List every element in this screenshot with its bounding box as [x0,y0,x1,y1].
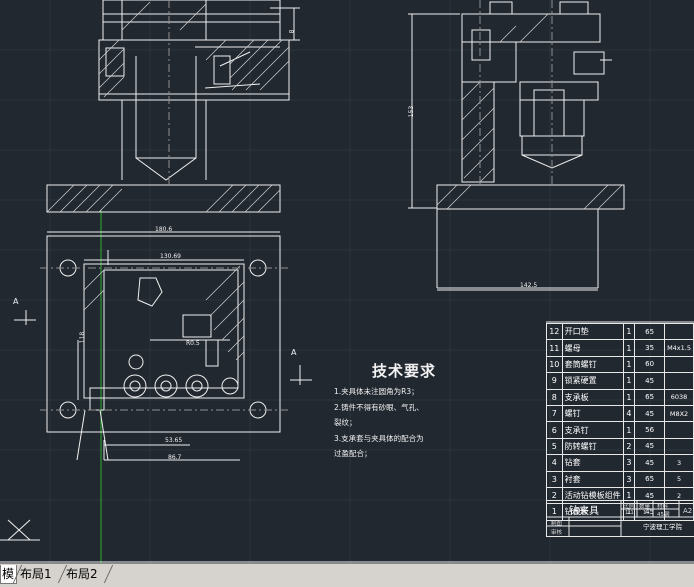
bom-cell-name: 钻模板 [561,503,624,521]
bom-cell-material: 65 [634,322,666,341]
bom-cell-material: 45 [634,454,666,472]
bom-cell-name: 开口垫 [561,322,624,341]
bom-cell-no: 4 [546,454,563,472]
layout-tab-bar: 模型 布局1 布局2 [0,563,694,587]
bom-cell-name: 螺母 [561,339,624,357]
bom-cell-qty: 1 [622,322,636,341]
bom-cell-no: 5 [546,437,563,456]
bom-cell-std: M8X2 [664,404,694,423]
bom-cell-std: M4x1.5 [664,339,694,357]
bom-cell-std [664,437,694,456]
bom-cell-no: 12 [546,322,563,341]
dim-130: 130.69 [160,253,181,260]
dim-153: 153 [408,105,416,118]
bom-cell-qty: 1 [622,388,636,406]
bom-cell-std [664,355,694,374]
bom-cell-name: 衬套 [561,470,624,488]
bom-cell-name: 套筒螺钉 [561,355,624,374]
bom-cell-no: 11 [546,339,563,357]
bom-cell-name: 支承钉 [561,421,624,439]
sheet-size: A2 [683,507,693,515]
bom-cell-material: 35 [634,339,666,357]
bom-cell-name: 支承板 [561,388,624,406]
bom-cell-std: 5 [664,470,694,488]
section-mark-right: A [291,348,297,357]
tech-line-1: 1.夹具体未注圆角为R3； [334,387,419,396]
bom-cell-material: 45 [634,437,666,456]
dim-53: 53.65 [165,437,183,444]
dim-142: 142.5 [520,282,538,289]
tech-line-2: 2.铸件不得有砂眼、气孔、 [334,403,424,412]
title-block-lines [547,501,694,536]
bom-cell-std [664,322,694,341]
qty-value: 1 [643,510,647,516]
bom-cell-qty: 1 [622,421,636,439]
dim-180: 180.6 [155,226,173,233]
bom-cell-qty: 4 [622,404,636,423]
bom-cell-std: 3 [664,454,694,472]
bom-cell-std [664,421,694,439]
bom-cell-material: 56 [634,421,666,439]
drawn-label: 制图 [551,521,563,527]
bom-cell-material: 65 [634,388,666,406]
tab-layout2[interactable]: 布局2 [66,567,98,581]
tab-layout1[interactable]: 布局1 [20,567,52,581]
bom-cell-no: 8 [546,388,563,406]
material-value: 45钢 [657,512,670,518]
title-block: 钻夹具 比例 数量 材料 1:1 1 45钢 A2 制图 审核 宁波理工学院 [546,500,694,537]
material-label: 材料 [657,504,669,510]
bom-cell-std [664,372,694,390]
cad-drawing-canvas[interactable]: 180.6 130.69 118 53.65 86.7 153 142.5 8 … [0,0,694,563]
bom-cell-qty: 3 [622,454,636,472]
checked-label: 审核 [551,530,563,536]
bom-cell-material: 45 [634,372,666,390]
title-block-name: 钻夹具 [569,506,599,517]
scale-label: 比例 [623,504,635,510]
bom-cell-qty: 1 [622,355,636,374]
bom-cell-material: 45 [634,404,666,423]
section-mark-left: A [13,297,19,306]
tech-line-5: 过盈配合； [334,449,372,458]
fixture-drawing [0,0,694,563]
bom-cell-no: 9 [546,372,563,390]
tech-line-4: 3.支承套与夹具体的配合为 [334,434,424,443]
bom-cell-no: 7 [546,404,563,423]
bom-cell-qty: 3 [622,470,636,488]
bom-cell-material: 60 [634,355,666,374]
bom-cell-name: 螺钉 [561,404,624,423]
dim-118: 118 [79,331,87,344]
bom-cell-qty: 1 [622,372,636,390]
bom-cell-name: 钻套 [561,454,624,472]
tech-line-3: 裂纹； [334,418,357,427]
dim-r: R0.5 [186,340,200,347]
bom-cell-no: 10 [546,355,563,374]
bom-cell-qty: 2 [622,437,636,456]
qty-label: 数量 [639,504,651,510]
bom-cell-name: 锁紧硬置 [561,372,624,390]
bom-cell-qty: 1 [622,339,636,357]
bom-cell-name: 防转螺钉 [561,437,624,456]
bom-cell-material: 65 [634,470,666,488]
dim-86: 86.7 [168,454,182,461]
school-name: 宁波理工学院 [643,523,682,531]
bom-cell-std: 6038 [664,388,694,406]
dim-8: 8 [288,29,296,34]
bom-cell-no: 6 [546,421,563,439]
bom-cell-no: 3 [546,470,563,488]
scale-value: 1:1 [625,510,634,516]
tech-requirements-title: 技术要求 [372,362,437,380]
